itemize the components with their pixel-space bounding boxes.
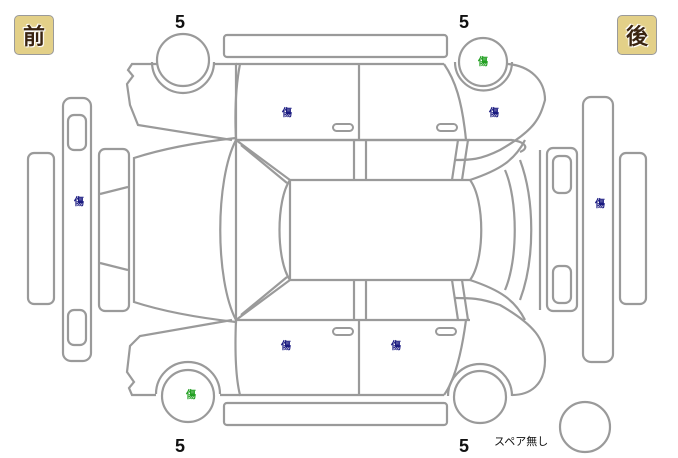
spare-tire-circle <box>558 400 612 454</box>
rear-right-wheel <box>457 36 509 88</box>
front-bumper <box>61 96 93 363</box>
damage-mark-rear-left-door[interactable]: 傷 <box>391 341 401 352</box>
left-rocker-panel <box>222 401 449 427</box>
tread-front-right: 5 <box>175 12 186 32</box>
front-fog-right <box>66 308 88 347</box>
damage-mark-front-right-door[interactable]: 傷 <box>282 108 292 119</box>
rear-lamp-bottom <box>551 264 573 305</box>
rear-lights <box>545 146 579 313</box>
roof <box>278 178 483 282</box>
tread-rear-right: 5 <box>459 12 470 32</box>
damage-mark-rear-bumper[interactable]: 傷 <box>595 199 605 210</box>
right-rocker-panel <box>222 33 449 59</box>
front-left-wheel <box>160 368 216 424</box>
damage-mark-rear-right-quarter[interactable]: 傷 <box>489 108 499 119</box>
front-grille-outer <box>26 151 56 306</box>
rear-badge: 後 <box>617 15 657 55</box>
damage-mark-rear-right-wheel[interactable]: 傷 <box>478 57 488 68</box>
front-headlights <box>97 147 131 313</box>
damage-mark-front-left-door[interactable]: 傷 <box>281 341 291 352</box>
front-right-wheel <box>155 32 211 88</box>
damage-mark-front-bumper[interactable]: 傷 <box>74 197 84 208</box>
front-badge: 前 <box>14 15 54 55</box>
damage-mark-front-left-wheel[interactable]: 傷 <box>186 390 196 401</box>
rear-bumper <box>581 95 615 364</box>
rear-lamp-top <box>551 154 573 195</box>
front-fog-left <box>66 113 88 152</box>
spare-label: スペア無し <box>494 435 549 448</box>
rear-left-wheel <box>452 369 508 425</box>
tread-rear-left: 5 <box>459 436 470 456</box>
tread-front-left: 5 <box>175 436 186 456</box>
rear-panel-outer <box>618 151 648 306</box>
